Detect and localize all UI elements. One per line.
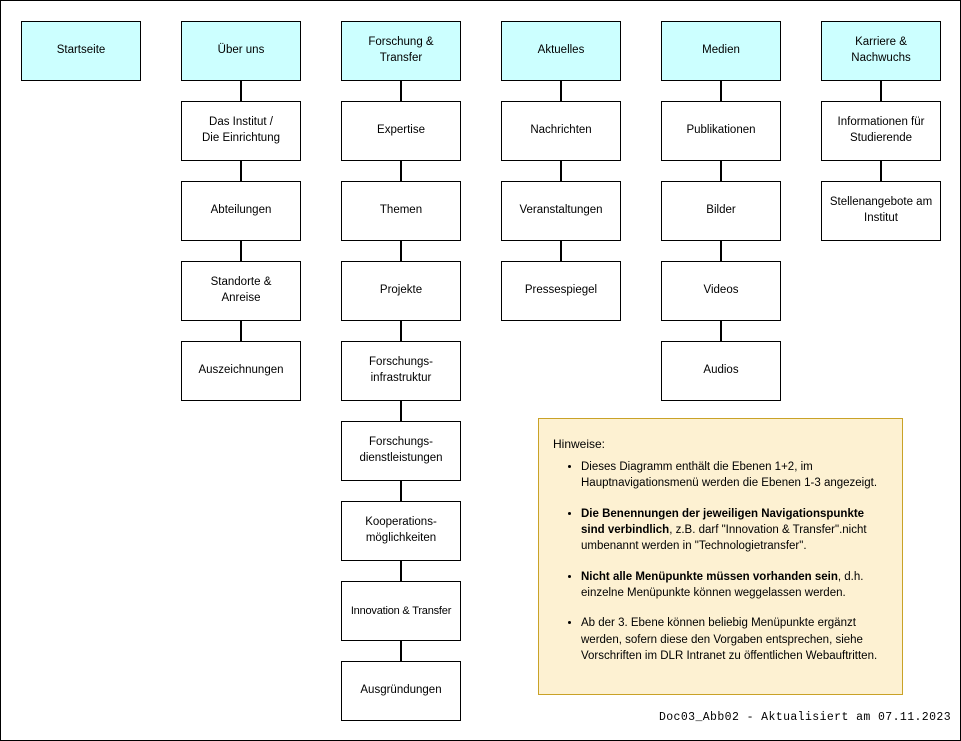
nav-node-level2[interactable]: Veranstaltungen	[501, 181, 621, 241]
connector-line	[400, 641, 402, 661]
nav-node-level2[interactable]: Pressespiegel	[501, 261, 621, 321]
nav-node-level2[interactable]: Forschungs- infrastruktur	[341, 341, 461, 401]
connector-line	[240, 161, 242, 181]
note-text: , d.h. einzelne Menüpunkte können weggel…	[581, 570, 864, 599]
nav-node-level1[interactable]: Über uns	[181, 21, 301, 81]
connector-line	[560, 161, 562, 181]
connector-line	[880, 81, 882, 101]
connector-line	[560, 241, 562, 261]
connector-line	[400, 241, 402, 261]
nav-node-level2[interactable]: Kooperations- möglichkeiten	[341, 501, 461, 561]
nav-node-level1[interactable]: Forschung & Transfer	[341, 21, 461, 81]
nav-node-level1[interactable]: Medien	[661, 21, 781, 81]
note-item: Ab der 3. Ebene können beliebig Menüpunk…	[581, 615, 888, 664]
connector-line	[720, 241, 722, 261]
connector-line	[720, 81, 722, 101]
nav-node-level2[interactable]: Bilder	[661, 181, 781, 241]
connector-line	[880, 161, 882, 181]
note-text: , z.B. darf "Innovation & Transfer".nich…	[581, 523, 867, 553]
note-emphasis: Die Benennungen der jeweiligen Navigatio…	[581, 507, 865, 536]
nav-node-level1[interactable]: Startseite	[21, 21, 141, 81]
nav-node-level2[interactable]: Videos	[661, 261, 781, 321]
note-item: Nicht alle Menüpunkte müssen vorhanden s…	[581, 569, 888, 602]
note-emphasis: Nicht alle Menüpunkte müssen vorhanden s…	[581, 570, 838, 583]
notes-panel: Hinweise: Dieses Diagramm enthält die Eb…	[538, 418, 903, 695]
connector-line	[240, 321, 242, 341]
nav-node-level2[interactable]: Auszeichnungen	[181, 341, 301, 401]
connector-line	[400, 401, 402, 421]
nav-node-level2[interactable]: Abteilungen	[181, 181, 301, 241]
nav-node-level2[interactable]: Publikationen	[661, 101, 781, 161]
nav-node-level2[interactable]: Stellenangebote am Institut	[821, 181, 941, 241]
note-text: Ab der 3. Ebene können beliebig Menüpunk…	[581, 617, 878, 662]
notes-title: Hinweise:	[553, 437, 606, 451]
nav-node-level1[interactable]: Karriere & Nachwuchs	[821, 21, 941, 81]
connector-line	[240, 81, 242, 101]
nav-node-level2[interactable]: Forschungs- dienstleistungen	[341, 421, 461, 481]
footer-revision-label: Doc03_Abb02 - Aktualisiert am 07.11.2023	[658, 711, 951, 724]
nav-node-level2[interactable]: Expertise	[341, 101, 461, 161]
nav-node-level2[interactable]: Standorte & Anreise	[181, 261, 301, 321]
connector-line	[400, 321, 402, 341]
connector-line	[400, 481, 402, 501]
nav-node-level2[interactable]: Informationen für Studierende	[821, 101, 941, 161]
connector-line	[720, 161, 722, 181]
notes-list: Dieses Diagramm enthält die Ebenen 1+2, …	[551, 459, 888, 664]
nav-node-level2[interactable]: Audios	[661, 341, 781, 401]
connector-line	[400, 561, 402, 581]
connector-line	[400, 161, 402, 181]
nav-node-level2[interactable]: Nachrichten	[501, 101, 621, 161]
connector-line	[240, 241, 242, 261]
nav-node-level1[interactable]: Aktuelles	[501, 21, 621, 81]
connector-line	[560, 81, 562, 101]
nav-node-level2[interactable]: Projekte	[341, 261, 461, 321]
note-text: Dieses Diagramm enthält die Ebenen 1+2, …	[581, 461, 878, 490]
nav-node-level2[interactable]: Innovation & Transfer	[341, 581, 461, 641]
nav-node-level2[interactable]: Themen	[341, 181, 461, 241]
nav-node-level2[interactable]: Das Institut / Die Einrichtung	[181, 101, 301, 161]
note-item: Die Benennungen der jeweiligen Navigatio…	[581, 506, 888, 555]
nav-node-level2[interactable]: Ausgründungen	[341, 661, 461, 721]
connector-line	[400, 81, 402, 101]
connector-line	[720, 321, 722, 341]
note-item: Dieses Diagramm enthält die Ebenen 1+2, …	[581, 459, 888, 492]
